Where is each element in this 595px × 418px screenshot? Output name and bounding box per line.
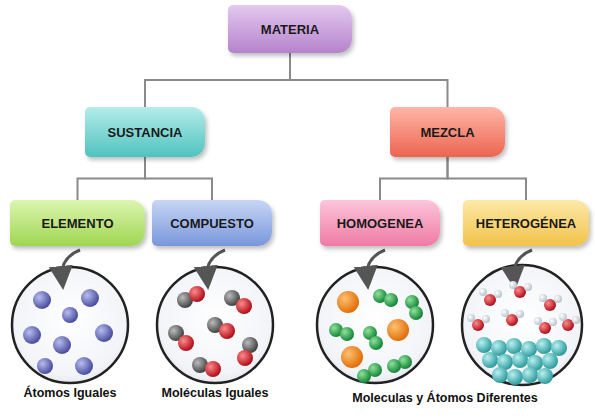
category-box: HOMOGENEA — [320, 200, 440, 246]
caption-label: Moleculas y Átomos Diferentes — [352, 391, 537, 405]
box-label: MEZCLA — [412, 125, 482, 140]
tree-connector — [380, 157, 448, 200]
box-label: ELEMENTO — [34, 216, 122, 231]
box-label: HOMOGENEA — [329, 216, 432, 231]
category-box: MEZCLA — [390, 107, 505, 157]
caption-label: Átomos Iguales — [23, 386, 116, 400]
category-box: MATERIA — [228, 5, 352, 53]
tree-connector — [78, 157, 146, 200]
category-box: ELEMENTO — [10, 200, 145, 246]
tree-connector — [145, 53, 290, 107]
tree-connector — [290, 53, 448, 107]
box-label: COMPUESTO — [162, 216, 262, 231]
tree-connector — [448, 157, 527, 200]
box-label: SUSTANCIA — [100, 125, 191, 140]
tree-connector — [145, 157, 212, 200]
category-box: HETEROGÉNEA — [463, 200, 589, 246]
box-label: HETEROGÉNEA — [468, 216, 584, 231]
category-box: SUSTANCIA — [85, 107, 205, 157]
box-label: MATERIA — [253, 22, 327, 37]
category-box: COMPUESTO — [152, 200, 272, 246]
caption-label: Moléculas Iguales — [162, 386, 269, 400]
